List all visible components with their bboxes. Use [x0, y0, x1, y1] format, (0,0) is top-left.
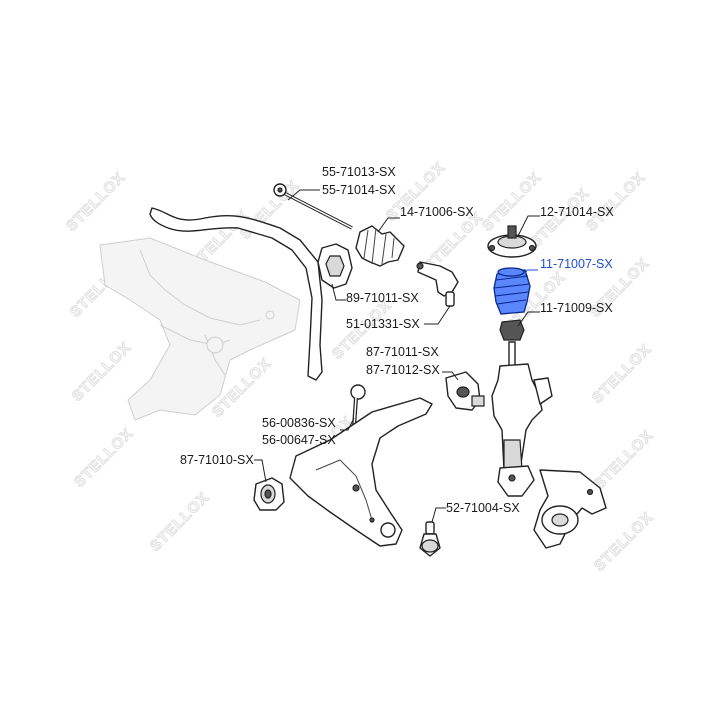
part-number-11-71009[interactable]: 11-71009-SX	[540, 301, 613, 315]
strut-mount-part	[487, 225, 537, 258]
watermark: STELLOX	[583, 169, 649, 235]
leader-line	[523, 269, 538, 279]
part-number-87-71011[interactable]: 87-71011-SX	[366, 345, 439, 359]
leader-line	[431, 507, 446, 523]
part-number-11-71007[interactable]: 11-71007-SX	[540, 257, 613, 271]
part-number-12-71014[interactable]: 12-71014-SX	[540, 205, 614, 219]
part-number-14-71006[interactable]: 14-71006-SX	[400, 205, 474, 219]
steering-knuckle-part	[533, 469, 607, 549]
ball-joint-part	[419, 521, 441, 557]
watermark: STELLOX	[71, 425, 137, 491]
part-number-51-01331[interactable]: 51-01331-SX	[346, 317, 420, 331]
leader-line	[287, 189, 320, 201]
part-number-56-00647[interactable]: 56-00647-SX	[262, 433, 336, 447]
part-number-56-00836[interactable]: 56-00836-SX	[262, 416, 336, 430]
watermark: STELLOX	[591, 509, 657, 575]
control-arm-bushing-rear-part	[445, 371, 485, 411]
leader-line	[442, 371, 459, 381]
part-number-55-71014[interactable]: 55-71014-SX	[322, 183, 396, 197]
watermark: STELLOX	[591, 427, 657, 493]
part-labels: 55-71013-SX 55-71014-SX 14-71006-SX 12-7…	[180, 165, 614, 515]
control-arm-bushing-front-part	[253, 477, 285, 511]
subframe-ghost	[99, 237, 301, 421]
leader-lines	[254, 189, 540, 523]
part-number-87-71010[interactable]: 87-71010-SX	[180, 453, 254, 467]
bump-stop-part	[499, 319, 525, 341]
watermark: STELLOX	[589, 341, 655, 407]
watermark: STELLOX	[479, 169, 545, 235]
control-arm-part	[289, 397, 433, 547]
dust-boot-part	[493, 267, 531, 315]
leader-line	[340, 417, 355, 431]
leader-line	[331, 283, 346, 301]
stabilizer-bushing-part	[317, 243, 353, 289]
watermark: STELLOX	[69, 339, 135, 405]
leader-line	[517, 311, 540, 327]
stabilizer-bar	[149, 207, 323, 381]
watermark: STELLOX	[63, 169, 129, 235]
leader-line	[424, 305, 451, 325]
tie-rod-end-part	[416, 261, 459, 307]
leader-line	[254, 459, 267, 483]
part-number-89-71011[interactable]: 89-71011-SX	[346, 291, 419, 305]
leader-line	[517, 215, 540, 237]
shock-absorber-part	[491, 341, 553, 497]
tie-rod-part	[273, 183, 353, 230]
watermark: STELLOX	[147, 489, 213, 555]
part-number-52-71004[interactable]: 52-71004-SX	[446, 501, 520, 515]
leader-line	[377, 217, 400, 233]
part-number-55-71013[interactable]: 55-71013-SX	[322, 165, 396, 179]
part-number-87-71012[interactable]: 87-71012-SX	[366, 363, 440, 377]
steering-boot-part	[355, 225, 405, 267]
